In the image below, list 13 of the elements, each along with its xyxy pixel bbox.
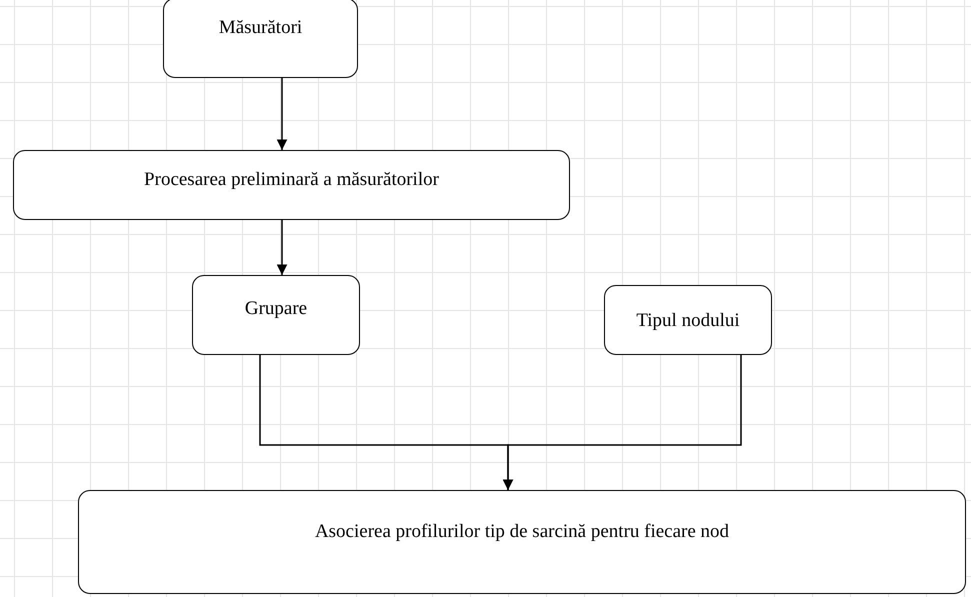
box-label: Procesarea preliminară a măsurătorilor: [144, 169, 439, 192]
process-box: [604, 285, 772, 355]
process-box: [163, 0, 358, 78]
box-label: Măsurători: [218, 17, 302, 40]
process-box: [78, 490, 966, 594]
box-label: Tipul nodului: [636, 310, 740, 333]
box-label: Grupare: [244, 298, 308, 321]
box-label: Asocierea profilurilor tip de sarcină pentru fiecare nod: [314, 521, 730, 544]
process-box: [192, 275, 360, 355]
arrow: [276, 78, 288, 150]
arrow: [502, 355, 742, 490]
arrow: [276, 220, 288, 275]
process-box: [13, 150, 570, 220]
